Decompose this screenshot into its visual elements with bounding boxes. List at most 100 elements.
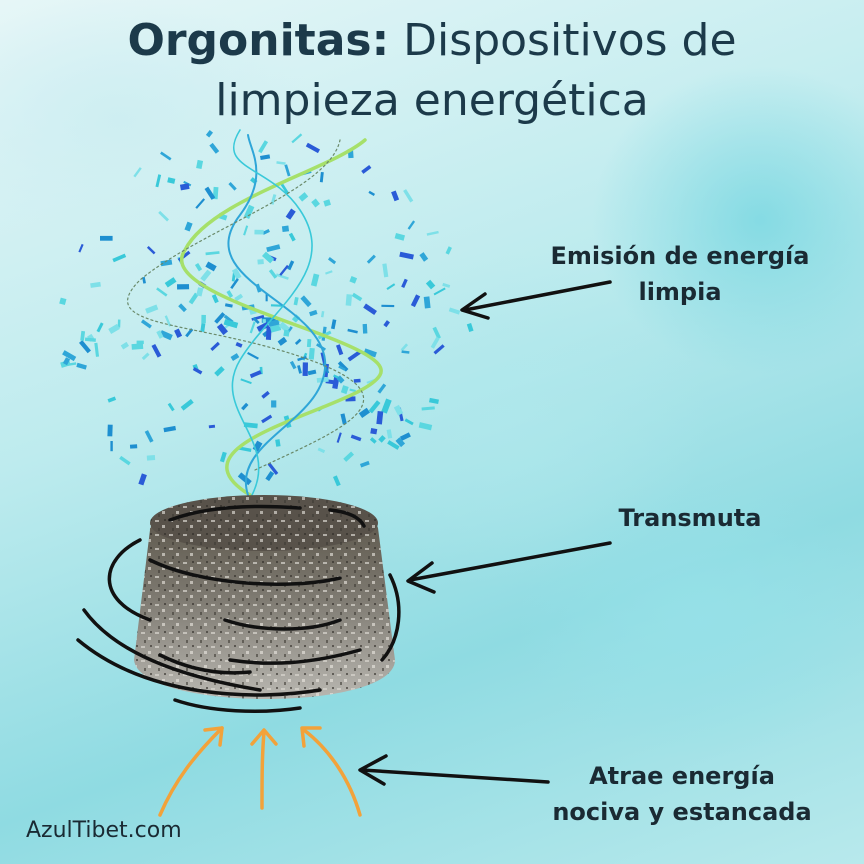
particle <box>254 229 264 235</box>
transmutation-swirls <box>76 504 401 714</box>
particle <box>211 294 219 304</box>
particle <box>144 430 154 443</box>
particle <box>306 338 312 348</box>
particle <box>363 303 377 316</box>
particle <box>309 309 318 317</box>
particle <box>432 326 441 340</box>
particle <box>291 314 301 323</box>
particle <box>156 287 168 297</box>
particle <box>308 347 315 360</box>
particle <box>350 434 362 442</box>
title-line-1: Orgonitas: Dispositivos de <box>60 12 804 70</box>
particle <box>381 398 392 414</box>
particle <box>382 263 389 278</box>
particle <box>430 336 440 349</box>
particle <box>185 328 194 338</box>
particle <box>252 316 260 325</box>
particle <box>336 375 345 384</box>
particle <box>343 451 355 462</box>
particle <box>156 330 164 339</box>
particle <box>180 399 194 411</box>
particle <box>277 336 288 346</box>
particle <box>311 198 320 208</box>
particle <box>268 269 278 279</box>
particle <box>243 225 249 236</box>
particle <box>110 441 113 452</box>
orange-arrow-left <box>158 726 224 817</box>
particle <box>307 369 317 376</box>
particle <box>184 221 193 232</box>
particle <box>271 400 277 408</box>
arrow-atrae <box>360 768 550 784</box>
particle <box>107 396 117 403</box>
particle <box>300 295 312 308</box>
particle <box>76 362 87 370</box>
brand-watermark: AzulTibet.com <box>26 818 182 843</box>
particle <box>120 341 129 350</box>
particle <box>62 357 71 366</box>
particle <box>386 429 393 439</box>
particle <box>297 355 307 362</box>
particle <box>347 350 362 362</box>
particle <box>400 343 409 352</box>
particle <box>363 348 377 358</box>
particle <box>266 244 281 253</box>
particle <box>302 362 308 376</box>
label-atrae: Atrae energía nociva y estancada <box>516 758 848 830</box>
particle <box>167 402 175 412</box>
particle <box>370 428 378 435</box>
title-bold: Orgonitas: <box>127 15 390 66</box>
particle <box>216 323 228 336</box>
particle <box>310 273 320 287</box>
particle <box>141 352 150 361</box>
energy-spirals <box>127 129 383 497</box>
particle <box>261 414 273 424</box>
particle <box>362 323 368 334</box>
particle <box>275 273 289 280</box>
particle <box>159 330 173 341</box>
particle <box>401 278 408 289</box>
attraction-arrows <box>158 726 362 817</box>
particle <box>399 251 414 260</box>
particle <box>174 328 183 338</box>
particle <box>160 259 173 267</box>
particle <box>410 294 421 308</box>
spiral-blue <box>227 134 327 496</box>
particle <box>319 172 324 183</box>
particle <box>209 142 220 154</box>
particle <box>276 161 286 165</box>
particle <box>281 225 290 232</box>
particle <box>262 229 270 235</box>
particle <box>178 303 187 313</box>
particle <box>262 251 275 264</box>
particle <box>224 303 233 308</box>
particle <box>377 383 387 394</box>
particle <box>226 290 234 298</box>
particle <box>358 407 371 419</box>
particle <box>401 350 410 354</box>
particle <box>466 323 474 333</box>
particle <box>243 422 258 429</box>
particle <box>336 432 342 443</box>
particle <box>404 418 414 426</box>
particle <box>84 337 96 342</box>
particle <box>214 312 226 324</box>
particle <box>340 413 347 425</box>
particle <box>94 342 100 357</box>
particle <box>99 235 113 241</box>
particle <box>338 365 346 371</box>
particle <box>289 360 297 370</box>
particle <box>423 296 431 309</box>
title-rest: Dispositivos de <box>389 15 737 66</box>
particle <box>331 319 337 330</box>
particle <box>445 246 452 255</box>
particle <box>283 329 290 337</box>
particle <box>62 350 77 362</box>
particle <box>269 324 282 333</box>
particle <box>368 400 381 414</box>
particle <box>96 322 104 333</box>
particle <box>336 344 344 356</box>
particle <box>234 293 244 302</box>
particle <box>442 282 451 288</box>
